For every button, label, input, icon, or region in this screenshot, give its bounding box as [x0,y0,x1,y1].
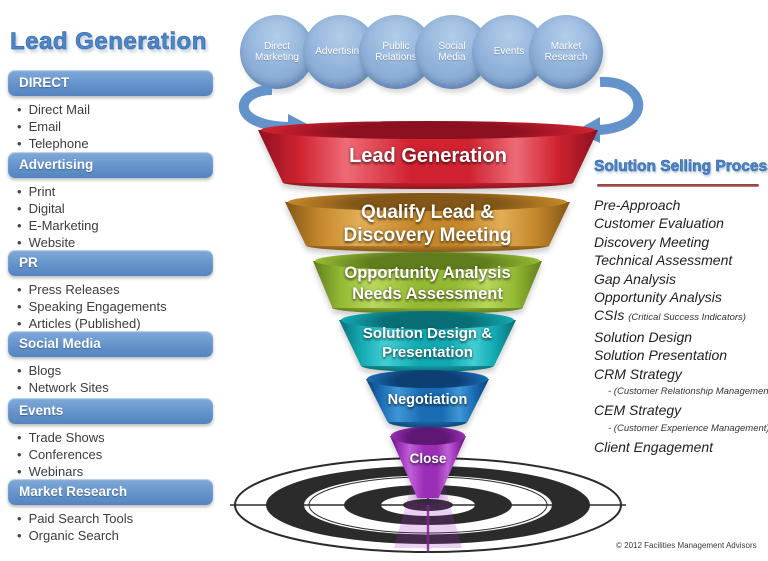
funnel-stage-label: Qualify Lead &Discovery Meeting [343,201,512,246]
list-item: E-Marketing [8,217,213,234]
sidebar-section-direct: DIRECT Direct Mail Email Telephone [8,70,213,152]
sidebar-section-pr: PR Press Releases Speaking Engagements A… [8,250,213,332]
list-item: Paid Search Tools [8,510,213,527]
funnel-stage-qualify-lead: Qualify Lead &Discovery Meeting [285,193,570,252]
funnel-stage-solution-design: Solution Design &Presentation [339,311,516,372]
funnel-stage-label: Negotiation [387,391,468,408]
process-item: Technical Assessment [594,252,733,269]
funnel-rim [367,370,488,388]
circle-label: Events [493,46,525,58]
list-item: Speaking Engagements [8,298,213,315]
section-header-events: Events [8,398,213,424]
process-item: Client Engagement [594,439,714,456]
list-item: Articles (Published) [8,315,213,332]
funnel-rim [261,121,595,139]
process-item: Gap Analysis [594,270,676,287]
funnel-stage-label: Lead Generation [349,144,507,167]
funnel-tip-reflection [394,472,462,548]
section-header-social-media: Social Media [8,331,213,357]
list-item: Press Releases [8,281,213,298]
funnel-stage-label: Close [409,450,447,466]
funnel-stage-label: Solution Design &Presentation [362,324,493,361]
sidebar-section-social-media: Social Media Blogs Network Sites [8,331,213,396]
process-item: Solution Design [594,328,693,345]
list-item: Digital [8,200,213,217]
list-item: Print [8,183,213,200]
process-list: Pre-Approach Customer Evaluation Discove… [594,196,768,457]
list-item: Telephone [8,135,213,152]
curved-arrow-right-icon [596,76,644,135]
circle-label: Public [382,40,410,52]
list-item: Network Sites [8,379,213,396]
funnel-stage-lead-generation: Lead Generation [258,121,598,189]
funnel-stage-negotiation: Negotiation [366,370,489,428]
section-header-direct: DIRECT [8,70,213,96]
sidebar-section-advertising: Advertising Print Digital E-Marketing We… [8,152,213,251]
list-item: Email [8,118,213,135]
source-circle-market-research: Market Research [529,15,603,89]
process-item-sub: - (Customer Experience Management) [608,422,768,434]
page-title: Lead Generation [10,28,207,56]
section-header-market-research: Market Research [8,479,213,505]
list-item: Blogs [8,362,213,379]
process-item: Discovery Meeting [594,233,710,250]
circle-label: Direct [263,40,291,52]
funnel-rim [315,252,540,270]
circle-label: Media [438,52,466,63]
sidebar-section-events: Events Trade Shows Conferences Webinars [8,398,213,480]
section-header-pr: PR [8,250,213,276]
process-item: CEM Strategy [594,402,682,419]
circle-label: Relations [375,52,417,63]
bullseye-target [213,452,643,561]
process-item: Pre-Approach [594,197,681,213]
section-header-advertising: Advertising [8,152,213,178]
process-item-sub: - (Customer Relationship Management) [608,386,768,398]
circle-label: Research [544,52,588,63]
process-item: CSIs (Critical Success Indicators) [594,307,746,324]
process-item-note: (Critical Success Indicators) [628,312,746,324]
list-item: Webinars [8,463,213,480]
source-circle-direct-marketing: Direct Marketing [240,15,314,89]
funnel-rim [340,311,515,329]
list-item: Organic Search [8,527,213,544]
funnel-rim [287,193,568,211]
list-item: Conferences [8,446,213,463]
funnel-stage-close: Close [390,427,466,498]
circle-label: Market [550,40,582,52]
sidebar-section-market-research: Market Research Paid Search Tools Organi… [8,479,213,544]
process-item: Solution Presentation [594,347,728,364]
list-item: Website [8,234,213,251]
process-item: Opportunity Analysis [594,289,722,306]
process-panel-title: Solution Selling Process [594,158,768,176]
circle-label: Marketing [255,52,299,63]
list-item: Direct Mail [8,101,213,118]
circle-label: Social [438,40,466,52]
list-item: Trade Shows [8,429,213,446]
funnel-rim [390,427,466,445]
circle-label: Advertising [315,46,365,58]
copyright-text: © 2012 Facilities Management Advisors [616,541,757,550]
process-item: CRM Strategy [594,365,682,382]
process-title-underline [597,184,759,187]
process-item: Customer Evaluation [594,215,724,232]
